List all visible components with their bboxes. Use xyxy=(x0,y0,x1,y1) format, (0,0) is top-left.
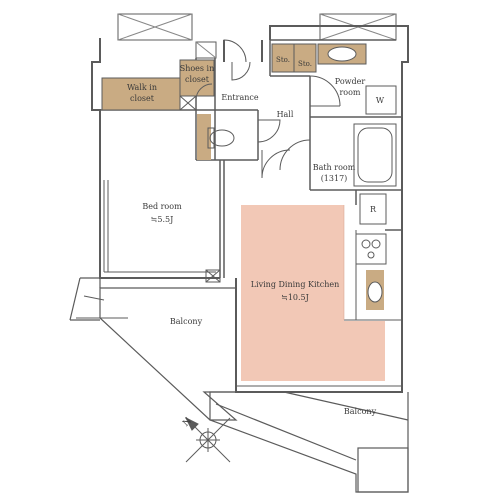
storage-2-label: Sto. xyxy=(298,60,312,68)
north-compass xyxy=(184,416,231,463)
walk-in-closet-label-2: closet xyxy=(130,94,155,103)
bath-room-label-1: Bath room xyxy=(313,163,356,172)
storage-1-floor xyxy=(272,44,294,72)
doors xyxy=(195,39,341,179)
hall-label: Hall xyxy=(277,110,294,119)
ldk-label-1: Living Dining Kitchen xyxy=(251,280,340,289)
bedroom-window xyxy=(103,180,216,273)
powder-room-label-2: room xyxy=(339,88,360,97)
toilet xyxy=(207,127,235,149)
bathtub xyxy=(353,123,397,187)
shoes-closet-floor xyxy=(180,60,214,96)
bath-room-label-2: (1317) xyxy=(321,174,348,183)
top-left-column xyxy=(117,13,193,41)
balcony-left xyxy=(69,277,238,421)
refrigerator-label: R xyxy=(370,205,377,214)
refrigerator-space xyxy=(359,193,387,225)
bed-room-label-1: Bed room xyxy=(142,202,182,211)
storage-2-floor xyxy=(294,44,316,72)
bed-room-label-2: ≒5.5J xyxy=(151,215,174,224)
kitchen-sink xyxy=(367,281,383,303)
entrance-label: Entrance xyxy=(221,93,258,102)
powder-sink xyxy=(317,43,367,65)
balcony-left-rail xyxy=(76,295,128,319)
storage-1-label: Sto. xyxy=(276,56,290,64)
ldk-label-2: ≒10.5J xyxy=(281,293,309,302)
bedroom-column xyxy=(205,269,221,283)
hall-door-1 xyxy=(257,119,281,143)
balcony-bottom xyxy=(209,391,409,493)
washer-space xyxy=(365,85,397,115)
toilet-niche xyxy=(197,114,211,160)
pipe-shaft xyxy=(195,41,217,59)
walk-in-closet-label-1: Walk in xyxy=(127,83,157,92)
closet-shaft xyxy=(179,95,197,111)
bath-door xyxy=(279,139,311,171)
powder-door xyxy=(309,75,341,107)
bedroom-door xyxy=(261,149,291,179)
washer-label: W xyxy=(376,96,385,105)
shoes-closet-label-1: Shoes in xyxy=(180,64,215,73)
balcony-left-label: Balcony xyxy=(170,317,203,326)
shoes-closet-label-2: closet xyxy=(185,75,210,84)
balcony-bottom-label: Balcony xyxy=(344,407,377,416)
walk-in-closet-floor xyxy=(102,78,180,110)
balcony-bottom-column xyxy=(357,447,409,493)
entrance-door xyxy=(223,39,247,63)
powder-room-label-1: Powder xyxy=(335,77,366,86)
